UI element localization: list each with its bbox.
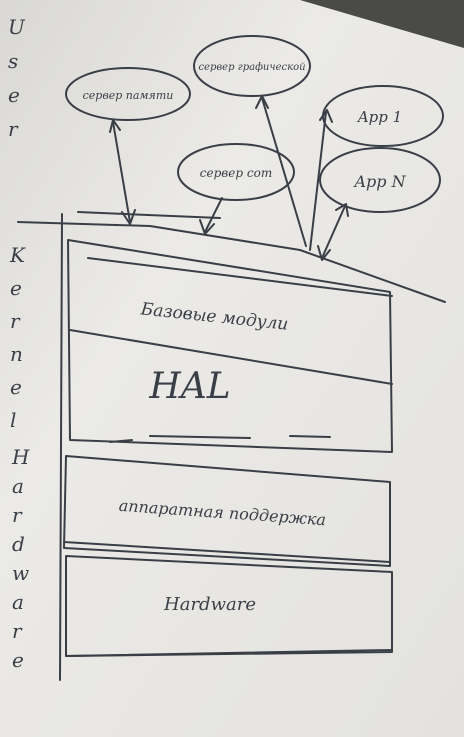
layer-hardware-label: Hardware <box>163 594 256 615</box>
arrow-memory <box>109 119 136 225</box>
bubble-server-memory-label: сервер памяти <box>83 89 174 102</box>
hal-bottom-dashes <box>109 435 331 443</box>
bubble-app-n-label: App N <box>352 172 406 191</box>
layer-hal-label: HAL <box>148 366 230 407</box>
arrow-app-n <box>317 203 349 261</box>
bubble-app-1-label: App 1 <box>356 108 402 126</box>
bubble-server-com-label: сервер com <box>200 166 272 180</box>
bubble-app-n <box>319 147 441 213</box>
user-kernel-boundary <box>17 221 446 303</box>
kernel-left-border <box>59 213 63 681</box>
hardware-bottom <box>65 649 393 657</box>
base-modules-box <box>67 239 393 453</box>
hw-support-box <box>63 455 391 567</box>
bubble-server-com <box>177 143 295 201</box>
arrow-app-1 <box>309 109 333 251</box>
hardware-box <box>65 555 393 657</box>
arrow-com <box>199 197 223 235</box>
bubble-server-graphics <box>193 35 311 97</box>
base-modules-top-stroke <box>87 257 393 297</box>
arrow-graphics <box>255 95 307 247</box>
board-frame-corner <box>300 0 464 48</box>
hal-divider <box>69 329 393 385</box>
hw-support-bottom <box>63 541 391 563</box>
bubble-server-graphics-label: сервер графической <box>198 62 305 73</box>
user-space-line <box>77 211 221 219</box>
bubble-server-memory <box>65 67 191 121</box>
